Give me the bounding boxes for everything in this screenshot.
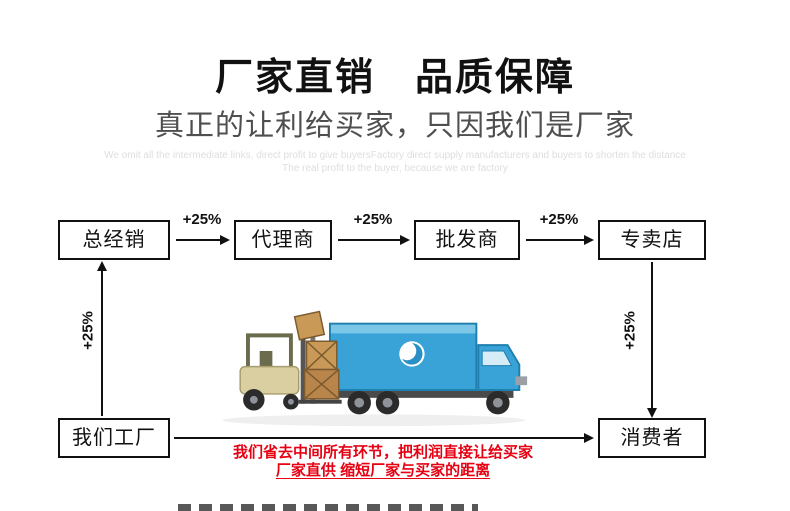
crates-icon <box>293 310 340 400</box>
node-our-factory: 我们工厂 <box>58 418 170 458</box>
node-consumer: 消费者 <box>598 418 706 458</box>
increment-label-left: +25% <box>79 311 97 350</box>
increment-label-1: +25% <box>182 211 222 228</box>
arrow-wholesaler-to-store <box>526 235 594 245</box>
benefit-line2: 厂家直供 缩短厂家与买家的距离 <box>275 462 491 479</box>
node-general-distributor: 总经销 <box>58 220 170 260</box>
truck-illustration <box>203 310 535 434</box>
increment-label-3: +25% <box>539 211 579 228</box>
brand-logo-icon <box>399 341 425 367</box>
benefit-text: 我们省去中间所有环节，把利润直接让给买家 厂家直供 缩短厂家与买家的距离 <box>175 444 591 480</box>
watermark-line2: The real profit to the buyer, because we… <box>282 163 508 174</box>
node-store: 专卖店 <box>598 220 706 260</box>
truck-forklift-graphic <box>222 310 528 427</box>
arrow-factory-to-consumer <box>174 433 594 443</box>
increment-label-right: +25% <box>621 311 639 350</box>
forklift-icon <box>239 333 300 411</box>
cropped-content-sliver <box>178 504 478 511</box>
watermark-line1: We omit all the intermediate links, dire… <box>104 150 686 161</box>
arrow-distributor-to-agent <box>176 235 230 245</box>
increment-label-2: +25% <box>353 211 393 228</box>
arrow-store-to-consumer <box>647 262 657 418</box>
node-agent: 代理商 <box>234 220 332 260</box>
benefit-line1: 我们省去中间所有环节，把利润直接让给买家 <box>232 444 533 461</box>
node-wholesaler: 批发商 <box>414 220 520 260</box>
arrow-factory-to-distributor <box>97 261 107 416</box>
arrow-agent-to-wholesaler <box>338 235 410 245</box>
page-subtitle: 真正的让利给买家，只因我们是厂家 <box>154 110 635 142</box>
page-title: 厂家直销 品质保障 <box>214 57 575 99</box>
